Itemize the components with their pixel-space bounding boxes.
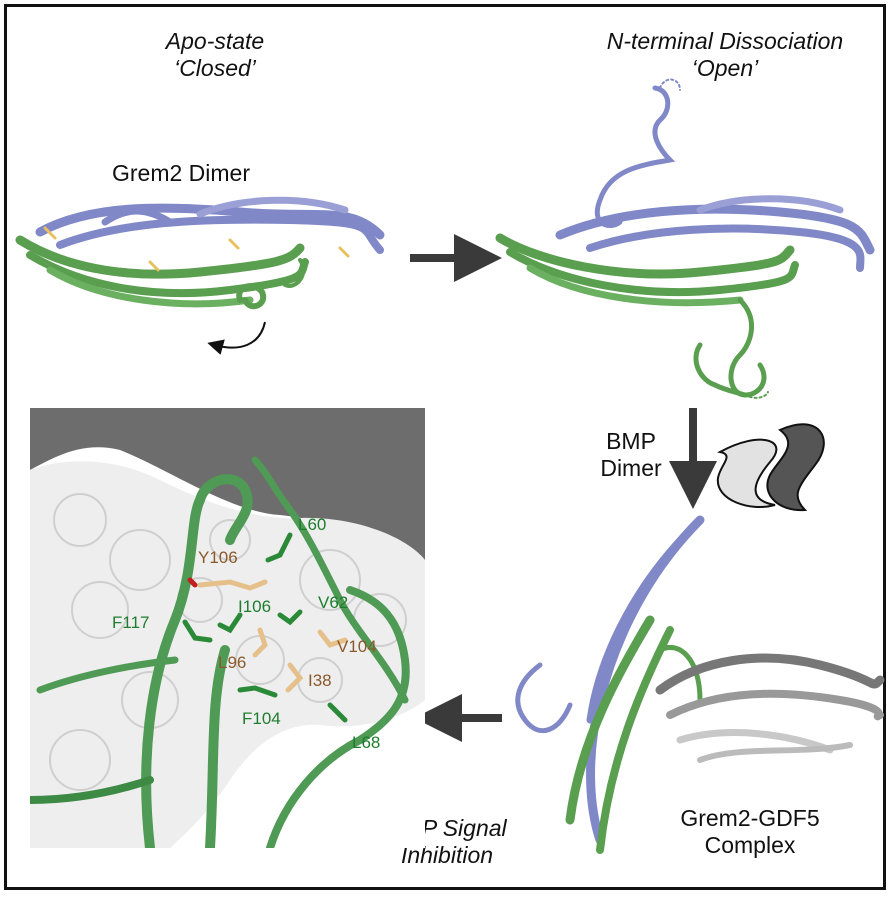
interface-zoom-panel: L60 V62 I106 F117 F104 L68 Y106 L96 V104… (30, 408, 425, 848)
open-state-line2: ‘Open’ (691, 55, 759, 81)
residue-v62: V62 (318, 593, 348, 612)
complex-structure (515, 515, 885, 854)
bmp-dimer-label: BMP Dimer (586, 428, 676, 482)
open-state-line1: N-terminal Dissociation (606, 28, 844, 54)
closed-dimer-structure (15, 196, 385, 355)
bmp-dimer-icon (716, 423, 825, 512)
residue-i38: I38 (308, 671, 332, 690)
complex-line1: Grem2-GDF5 (680, 805, 820, 831)
open-state-title: N-terminal Dissociation ‘Open’ (575, 28, 875, 82)
residue-v104: V104 (337, 637, 377, 656)
residue-l60: L60 (298, 515, 326, 534)
residue-i106: I106 (238, 597, 271, 616)
closed-state-line1: Apo-state (165, 28, 265, 54)
residue-l68: L68 (352, 733, 380, 752)
bmp-line1: BMP (606, 428, 656, 454)
rotation-arrow (207, 321, 266, 355)
closed-state-line2: ‘Closed’ (174, 55, 256, 81)
residue-f117: F117 (112, 613, 150, 632)
bmp-line2: Dimer (600, 455, 662, 481)
residue-y106: Y106 (198, 548, 238, 567)
complex-label: Grem2-GDF5 Complex (665, 805, 835, 859)
residue-l96: L96 (218, 653, 246, 672)
open-dimer-structure (495, 78, 875, 399)
grem2-dimer-label: Grem2 Dimer (112, 160, 251, 186)
closed-state-title: Apo-state ‘Closed’ (120, 28, 310, 82)
residue-f104: F104 (242, 709, 281, 728)
complex-line2: Complex (704, 832, 796, 858)
